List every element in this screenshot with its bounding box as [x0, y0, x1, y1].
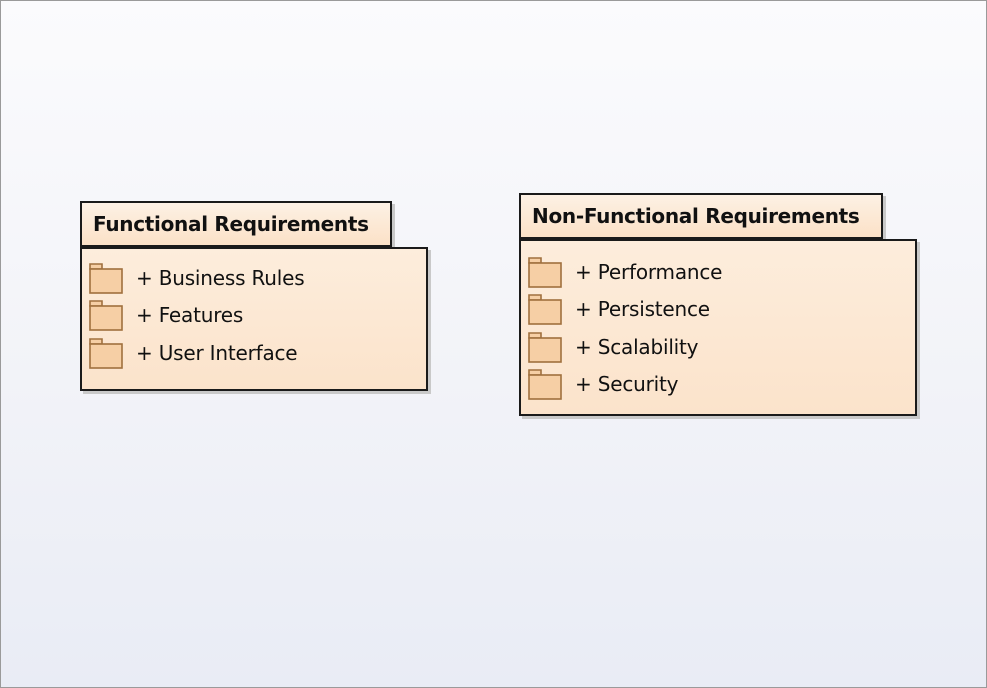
package-item-security[interactable]: + Security — [527, 366, 722, 404]
package-item-list: + Business Rules + Features + User Inter… — [88, 259, 305, 372]
package-item-persistence[interactable]: + Persistence — [527, 291, 722, 329]
package-item-user-interface[interactable]: + User Interface — [88, 334, 304, 372]
folder-icon — [527, 367, 563, 401]
package-item-label: + Performance — [575, 259, 723, 284]
package-item-label: + Features — [136, 303, 244, 328]
package-item-features[interactable]: + Features — [88, 297, 304, 335]
package-item-label: + Persistence — [575, 297, 710, 322]
package-contents: + Performance + Persistence + Scalabilit… — [519, 239, 917, 416]
package-item-label: + Scalability — [575, 334, 699, 359]
folder-icon — [88, 336, 124, 370]
folder-icon — [527, 292, 563, 326]
package-item-label: + Security — [575, 372, 679, 397]
package-item-label: + User Interface — [136, 340, 298, 365]
package-title: Non-Functional Requirements — [519, 193, 883, 239]
folder-icon — [527, 330, 563, 364]
folder-icon — [527, 255, 563, 289]
package-item-label: + Business Rules — [136, 265, 305, 290]
package-contents: + Business Rules + Features + User Inter… — [80, 247, 428, 391]
package-title: Functional Requirements — [80, 201, 392, 247]
package-item-performance[interactable]: + Performance — [527, 253, 722, 291]
package-item-business-rules[interactable]: + Business Rules — [88, 259, 305, 297]
package-functional-requirements[interactable]: Functional Requirements + Business Rules… — [80, 201, 430, 393]
folder-icon — [88, 261, 124, 295]
folder-icon — [88, 298, 124, 332]
package-non-functional-requirements[interactable]: Non-Functional Requirements + Performanc… — [519, 193, 919, 418]
package-item-list: + Performance + Persistence + Scalabilit… — [527, 253, 722, 403]
package-item-scalability[interactable]: + Scalability — [527, 328, 722, 366]
